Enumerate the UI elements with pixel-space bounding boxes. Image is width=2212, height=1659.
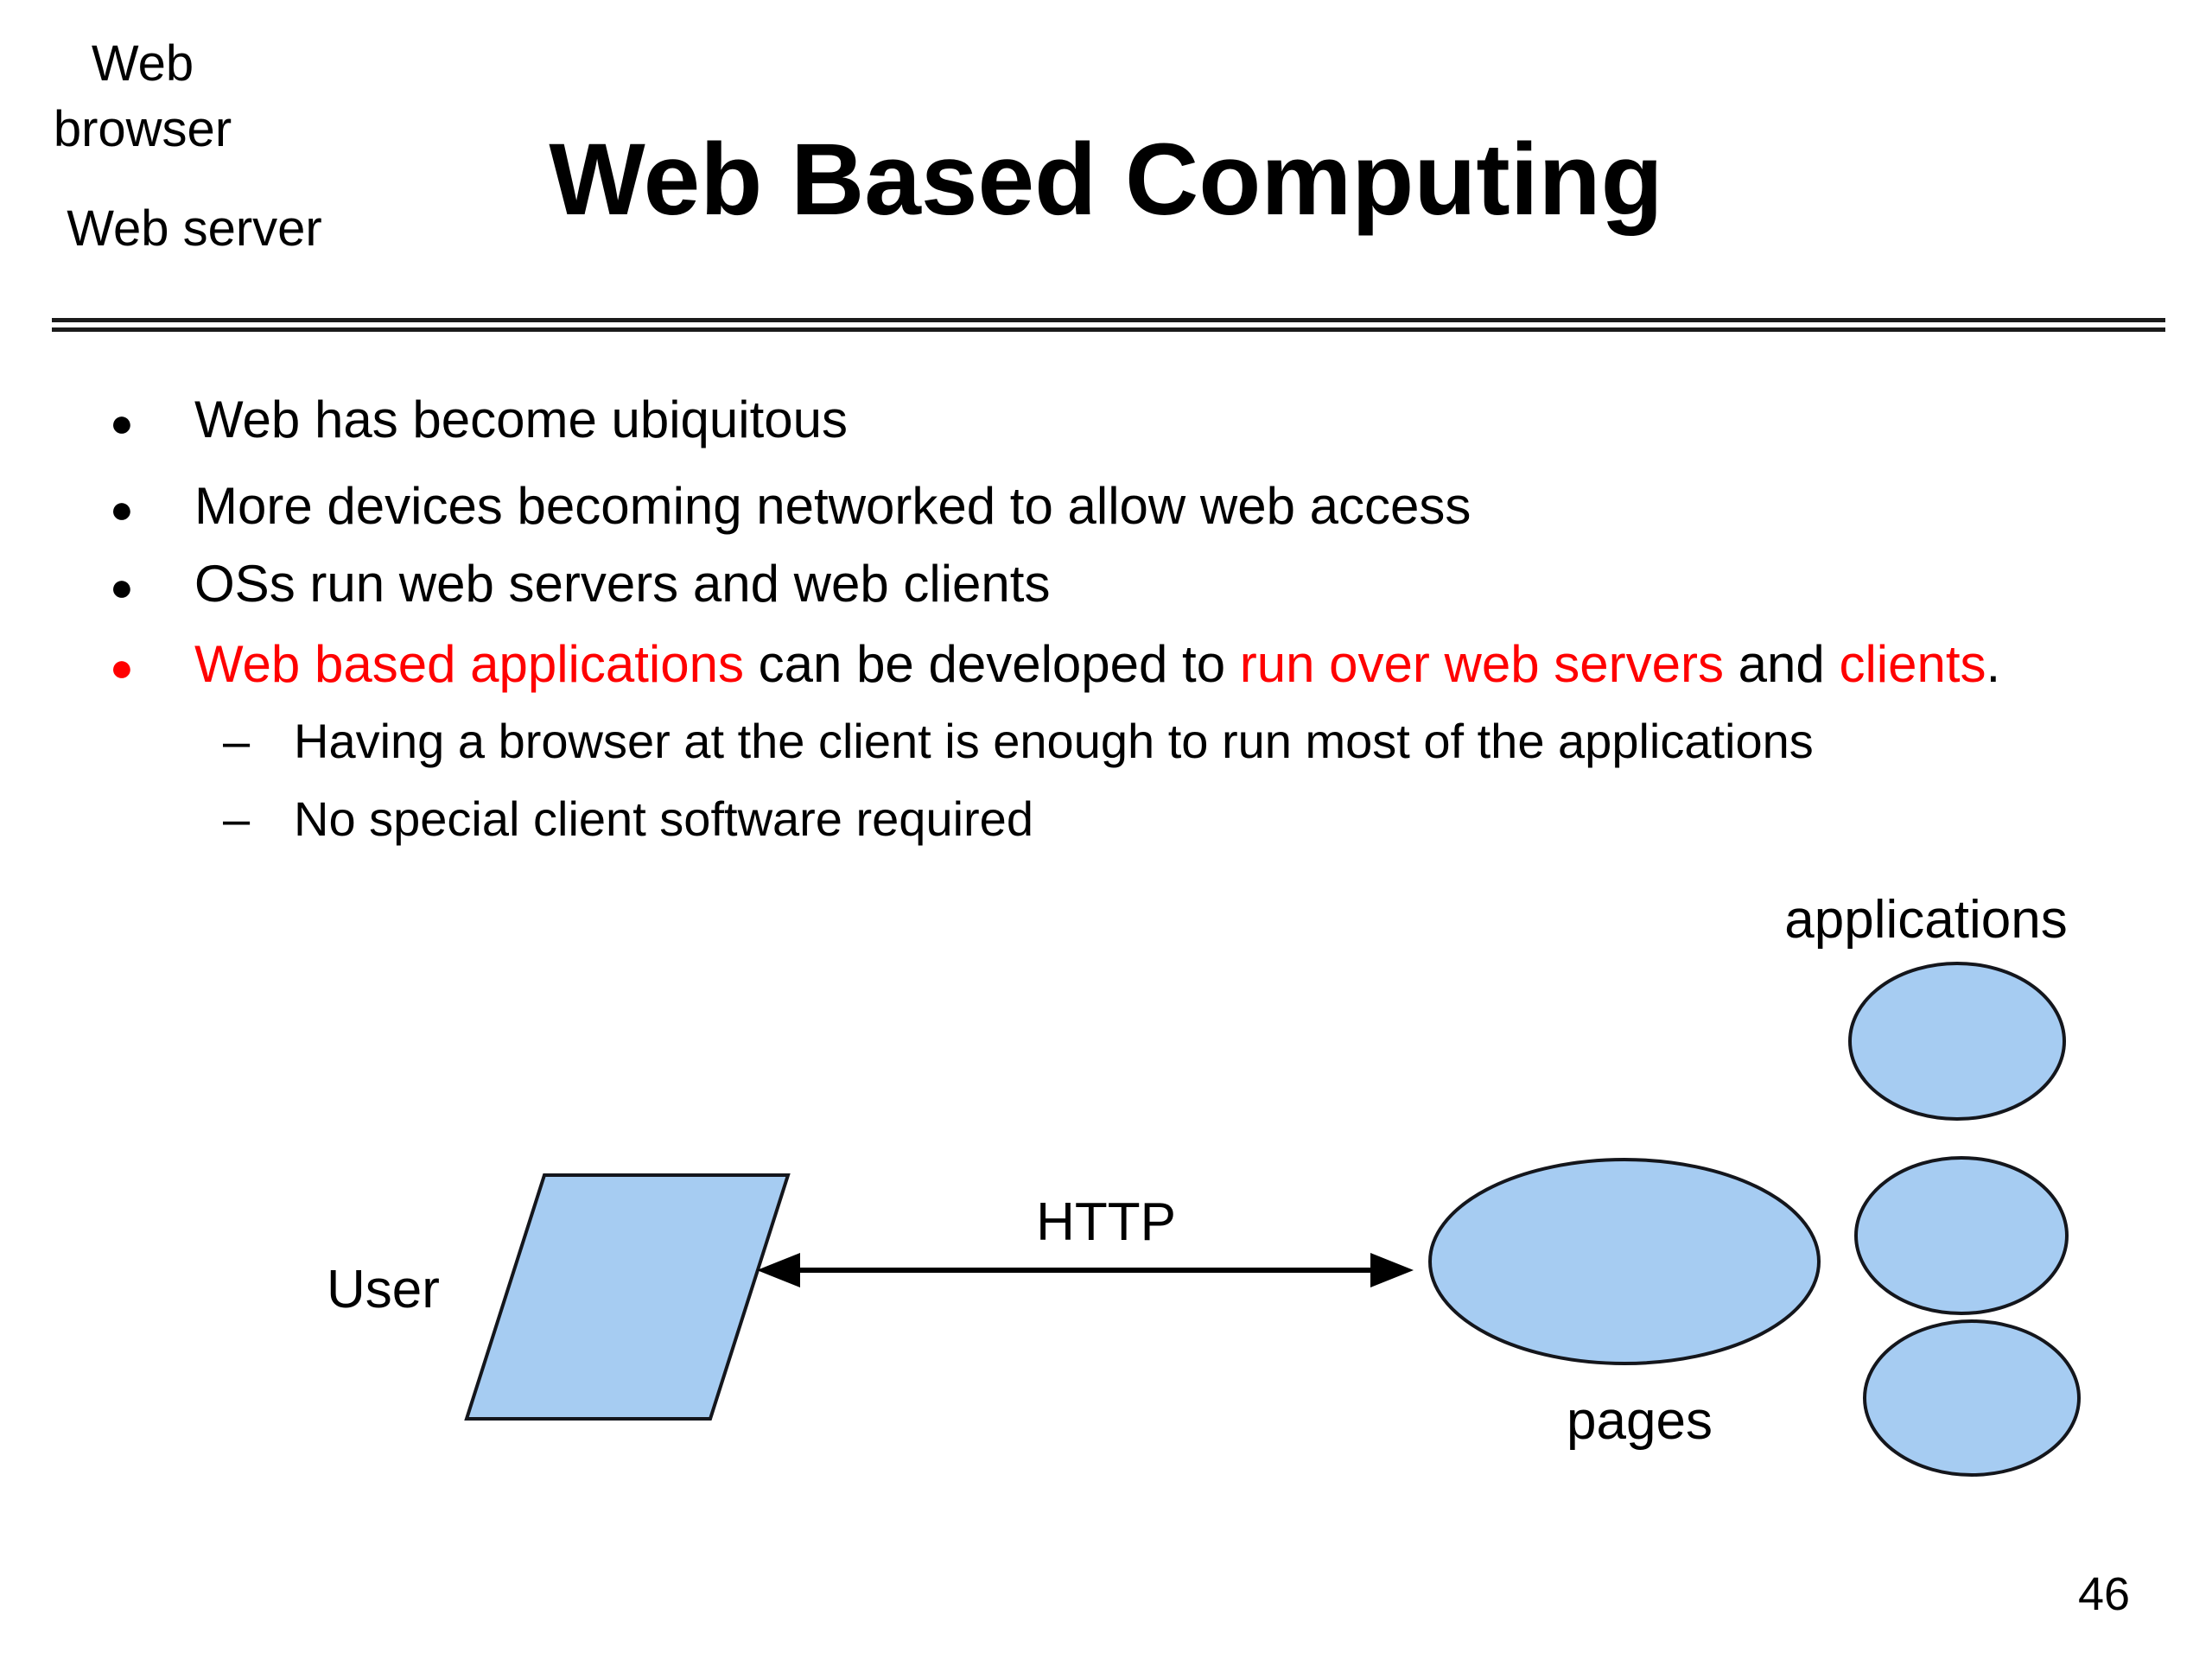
bullet-dot-icon: ● bbox=[110, 400, 134, 445]
bullet-item-3: ● OSs run web servers and web clients bbox=[0, 558, 2212, 619]
web-browser-label-line2: browser bbox=[53, 101, 232, 157]
bullet-dot-icon: ● bbox=[110, 564, 134, 609]
web-server-label: Web server bbox=[67, 200, 322, 257]
bullet-item-2: ● More devices becoming networked to all… bbox=[0, 480, 2212, 541]
web-browser-label: Web browser bbox=[0, 0, 285, 194]
arrowhead-right-icon bbox=[1370, 1253, 1414, 1287]
page-title: Web Based Computing bbox=[549, 123, 1663, 237]
text-segment: No special client software required bbox=[294, 791, 1033, 846]
bullet-text: No special client software required bbox=[294, 794, 1033, 844]
bullet-text: OSs run web servers and web clients bbox=[194, 558, 1050, 610]
sub-bullet-item-2: – No special client software required bbox=[0, 794, 2212, 855]
bullet-text: More devices becoming networked to allow… bbox=[194, 480, 1471, 532]
applications-label: applications bbox=[1784, 890, 2068, 950]
web-browser-parallelogram bbox=[464, 1173, 791, 1421]
text-segment: clients bbox=[1839, 635, 1986, 693]
text-segment: Web based applications bbox=[194, 635, 759, 693]
user-label: User bbox=[327, 1260, 440, 1319]
bullet-item-4: ● Web based applications can be develope… bbox=[0, 639, 2212, 699]
bullet-text: Web has become ubiquitous bbox=[194, 394, 848, 446]
text-segment: and bbox=[1723, 635, 1840, 693]
page-number: 46 bbox=[2077, 1568, 2131, 1620]
application-ellipse-middle bbox=[1854, 1156, 2069, 1315]
arrowhead-left-icon bbox=[757, 1253, 800, 1287]
text-segment: run over web servers bbox=[1239, 635, 1724, 693]
dash-marker-icon: – bbox=[223, 791, 251, 846]
pages-ellipse-bottom bbox=[1863, 1319, 2081, 1477]
web-server-ellipse bbox=[1428, 1158, 1821, 1365]
text-segment: . bbox=[1986, 635, 2001, 693]
text-segment: OSs run web servers and web clients bbox=[194, 555, 1051, 613]
title-divider bbox=[52, 318, 2165, 332]
dash-marker-icon: – bbox=[223, 714, 251, 768]
web-browser-label-line1: Web bbox=[91, 35, 194, 92]
application-ellipse-top bbox=[1848, 962, 2066, 1121]
bullet-dot-icon: ● bbox=[110, 645, 134, 690]
text-segment: More devices becoming networked to allow… bbox=[194, 477, 1471, 535]
bullet-item-1: ● Web has become ubiquitous bbox=[0, 394, 2212, 454]
http-label: HTTP bbox=[1036, 1192, 1176, 1252]
sub-bullet-item-1: – Having a browser at the client is enou… bbox=[0, 716, 2212, 777]
bullet-text: Web based applications can be developed … bbox=[194, 639, 2000, 690]
text-segment: Web has become ubiquitous bbox=[194, 391, 849, 448]
text-segment: can be developed to bbox=[758, 635, 1240, 693]
text-segment: Having a browser at the client is enough… bbox=[294, 714, 1814, 768]
bullet-dot-icon: ● bbox=[110, 486, 134, 531]
pages-label: pages bbox=[1567, 1391, 1713, 1451]
bullet-text: Having a browser at the client is enough… bbox=[294, 716, 1814, 766]
